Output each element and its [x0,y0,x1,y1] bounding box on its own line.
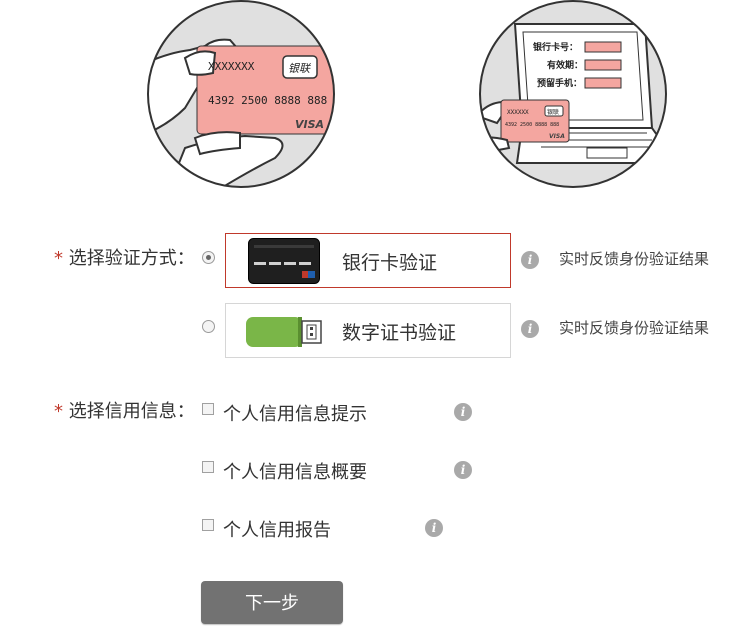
credit-info-label-text: 选择信用信息： [68,401,195,422]
card-name-text: XXXXXXX [208,60,255,73]
laptop-card-name: XXXXXX [507,109,529,116]
required-mark: * [54,248,63,269]
bank-card-hint: 实时反馈身份验证结果 [559,250,710,268]
info-icon[interactable]: i [454,461,472,479]
digital-cert-option[interactable]: 数字证书验证 [225,303,511,358]
checkbox-credit-report[interactable] [202,519,214,531]
info-icon[interactable]: i [521,320,539,338]
verify-method-label: * 选择验证方式： [54,244,195,270]
laptop-form-label-3: 预留手机： [537,77,582,89]
info-icon[interactable]: i [425,519,443,537]
required-mark: * [54,401,63,422]
radio-digital-cert[interactable] [202,320,215,333]
laptop-card-number: 4392 2500 8888 888 [505,122,559,128]
checkbox-credit-hint[interactable] [202,403,214,415]
radio-bank-card[interactable] [202,251,215,264]
card-illustration: XXXXXXX 银联 4392 2500 8888 888 VISA [145,0,337,190]
laptop-card-brand: 银联 [547,108,559,116]
card-number-text: 4392 2500 8888 888 [208,94,327,107]
credit-summary-label[interactable]: 个人信用信息概要 [223,462,367,483]
bank-card-option[interactable]: 银行卡验证 [225,233,511,288]
digital-cert-hint: 实时反馈身份验证结果 [559,319,710,337]
laptop-illustration: 银行卡号： 有效期： 预留手机： XXXXXX 银联 4392 2500 888… [477,0,669,190]
credit-report-label[interactable]: 个人信用报告 [223,520,331,541]
verify-method-label-text: 选择验证方式： [68,248,195,269]
digital-cert-option-label: 数字证书验证 [342,322,457,344]
checkbox-credit-summary[interactable] [202,461,214,473]
bank-card-option-label: 银行卡验证 [342,252,438,274]
card-network-text: VISA [295,118,324,131]
info-icon[interactable]: i [521,251,539,269]
info-icon[interactable]: i [454,403,472,421]
card-brand-text: 银联 [288,62,311,75]
next-step-button[interactable]: 下一步 [201,581,343,624]
usb-key-icon [246,317,322,347]
credit-info-label: * 选择信用信息： [54,397,195,423]
bank-card-icon [248,238,320,284]
laptop-form-label-1: 银行卡号： [533,41,578,53]
credit-hint-label[interactable]: 个人信用信息提示 [223,404,367,425]
laptop-form-label-2: 有效期： [547,59,583,71]
laptop-card-network: VISA [549,133,565,140]
